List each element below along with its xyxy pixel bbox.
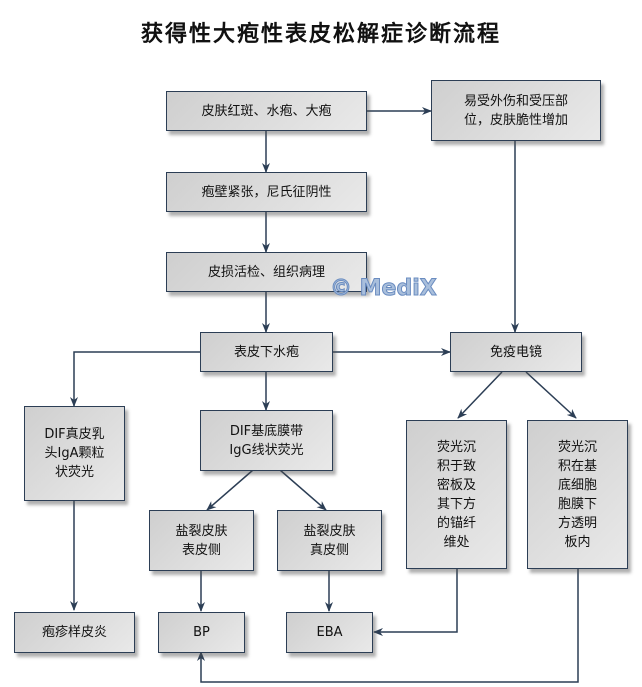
node-label: 荧光沉 积于致 密板及 其下方 的锚纤 维处 [436, 439, 476, 550]
node-immuno-em: 免疫电镜 [450, 332, 582, 372]
edge-iem-fluor-lucida [525, 371, 577, 419]
edge-fluor-densa-eba [373, 568, 458, 636]
node-label: 免疫电镜 [489, 344, 542, 360]
node-label: 皮肤红斑、水疱、大疱 [201, 103, 332, 119]
node-label: 盐裂皮肤 真皮侧 [303, 523, 356, 558]
node-label: DIF真皮乳 头IgA颗粒 状荧光 [44, 427, 105, 480]
node-salt-split-epidermal: 盐裂皮肤 表皮侧 [149, 510, 254, 571]
node-fluorescence-lamina-densa: 荧光沉 积于致 密板及 其下方 的锚纤 维处 [406, 420, 507, 569]
node-bp: BP [158, 612, 245, 653]
node-label: 皮损活检、组织病理 [207, 264, 325, 280]
node-label: 疱疹样皮炎 [41, 625, 107, 640]
node-dif-iga: DIF真皮乳 头IgA颗粒 状荧光 [24, 406, 125, 501]
edge-dif-igg-salt-dermal [279, 469, 327, 511]
edge-iem-fluor-densa [457, 371, 503, 419]
node-biopsy: 皮损活检、组织病理 [166, 252, 367, 292]
node-dif-igg: DIF基底膜带 IgG线状荧光 [200, 410, 333, 471]
node-subepidermal-blister: 表皮下水疱 [200, 332, 333, 372]
node-label: 盐裂皮肤 表皮侧 [175, 523, 228, 558]
node-fluorescence-lamina-lucida: 荧光沉 积在基 底细胞 胞膜下 方透明 板内 [527, 420, 628, 569]
node-tense-bulla: 疱壁紧张，尼氏征阴性 [166, 172, 367, 212]
edge-subepidermal-dif-iga [70, 351, 200, 407]
node-label: BP [193, 625, 210, 640]
node-salt-split-dermal: 盐裂皮肤 真皮侧 [277, 510, 382, 571]
watermark: © MediX [330, 276, 438, 302]
node-eba: EBA [286, 612, 373, 653]
node-label: EBA [316, 625, 343, 640]
node-label: 疱壁紧张，尼氏征阴性 [201, 184, 332, 200]
node-label: 易受外伤和受压部 位，皮肤脆性增加 [463, 93, 568, 128]
node-dermatitis-herpetiformis: 疱疹样皮炎 [14, 612, 135, 653]
node-label: DIF基底膜带 IgG线状荧光 [229, 423, 304, 458]
node-label: 荧光沉 积在基 底细胞 胞膜下 方透明 板内 [557, 439, 597, 550]
node-trauma-fragility: 易受外伤和受压部 位，皮肤脆性增加 [431, 80, 601, 141]
node-label: 表皮下水疱 [233, 344, 299, 360]
node-erythema-blisters: 皮肤红斑、水疱、大疱 [166, 91, 367, 131]
edge-fluor-lucida-bp [197, 568, 579, 683]
edge-dif-igg-salt-epidermal [206, 469, 254, 511]
diagram-title: 获得性大疱性表皮松解症诊断流程 [140, 22, 501, 47]
